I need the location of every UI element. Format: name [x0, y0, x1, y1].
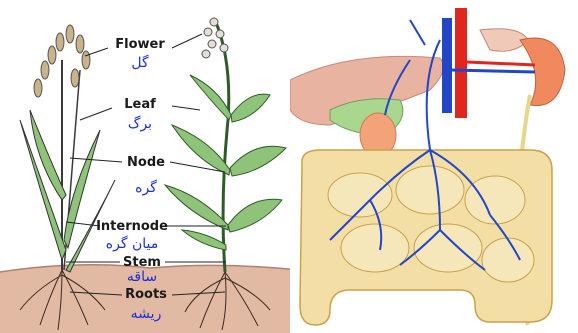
label-roots: Roots: [125, 287, 167, 302]
renal-vein: [452, 70, 535, 72]
label-stem: Stem: [123, 255, 161, 270]
broadleaf-plant: [165, 18, 286, 272]
label-stem-fa: ساقه: [127, 269, 157, 285]
label-flower-fa: گل: [131, 54, 149, 71]
plant-diagram: Flower گل Leaf برگ Node گره Internode می…: [0, 0, 300, 333]
label-leaf-fa: برگ: [128, 114, 152, 132]
label-node-fa: گره: [135, 179, 157, 196]
label-internode: Internode: [96, 219, 168, 234]
label-node: Node: [127, 155, 165, 170]
label-roots-fa: ریشه: [131, 306, 162, 322]
digestive-diagram: [290, 0, 578, 333]
vena-cava: [442, 18, 452, 113]
renal-artery: [467, 62, 535, 65]
label-internode-fa: میان گره: [106, 235, 158, 252]
label-flower: Flower: [115, 37, 165, 52]
aorta: [455, 8, 467, 118]
label-leaf: Leaf: [124, 97, 156, 112]
digestive-anatomy-panel: [290, 0, 578, 333]
grass-plant: [20, 25, 115, 272]
plant-anatomy-panel: Flower گل Leaf برگ Node گره Internode می…: [0, 0, 300, 333]
